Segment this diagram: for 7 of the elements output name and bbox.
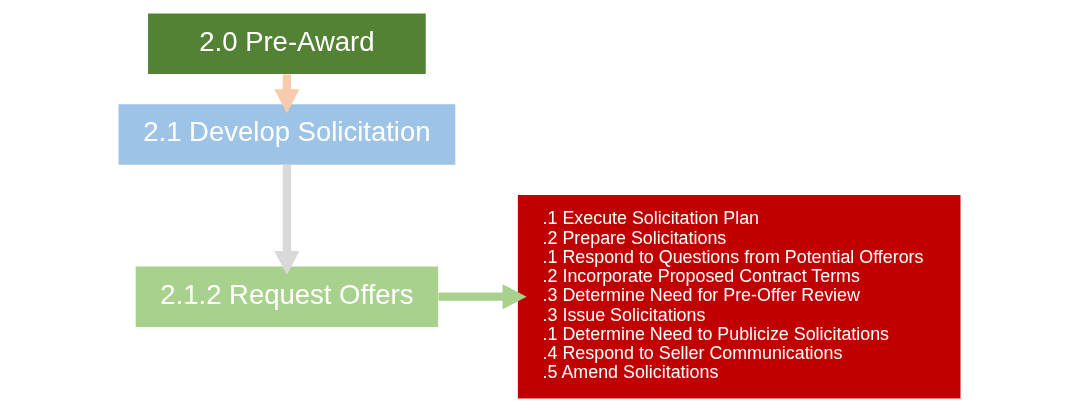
node-box: 2.0 Pre-Award: [147, 13, 426, 75]
node-box: .1 Execute Solicitation Plan .2 Prepare Solicitations .1 Respond to Questions from Potential Offerors .2 Incorporate Proposed Contract Terms .3 Determine Need for Pre-Offer Review .3 Issue Solicitations .1 Determine Need to Publicize Solicitations .4 Respond to Seller Communications .5 Amend Solicitations: [517, 195, 960, 399]
arrow: [437, 284, 527, 310]
node-box: 2.1.2 Request Offers: [135, 266, 438, 327]
arrow: [273, 164, 299, 276]
arrow: [273, 74, 299, 114]
node-box: 2.1 Develop Solicitation: [118, 104, 455, 165]
